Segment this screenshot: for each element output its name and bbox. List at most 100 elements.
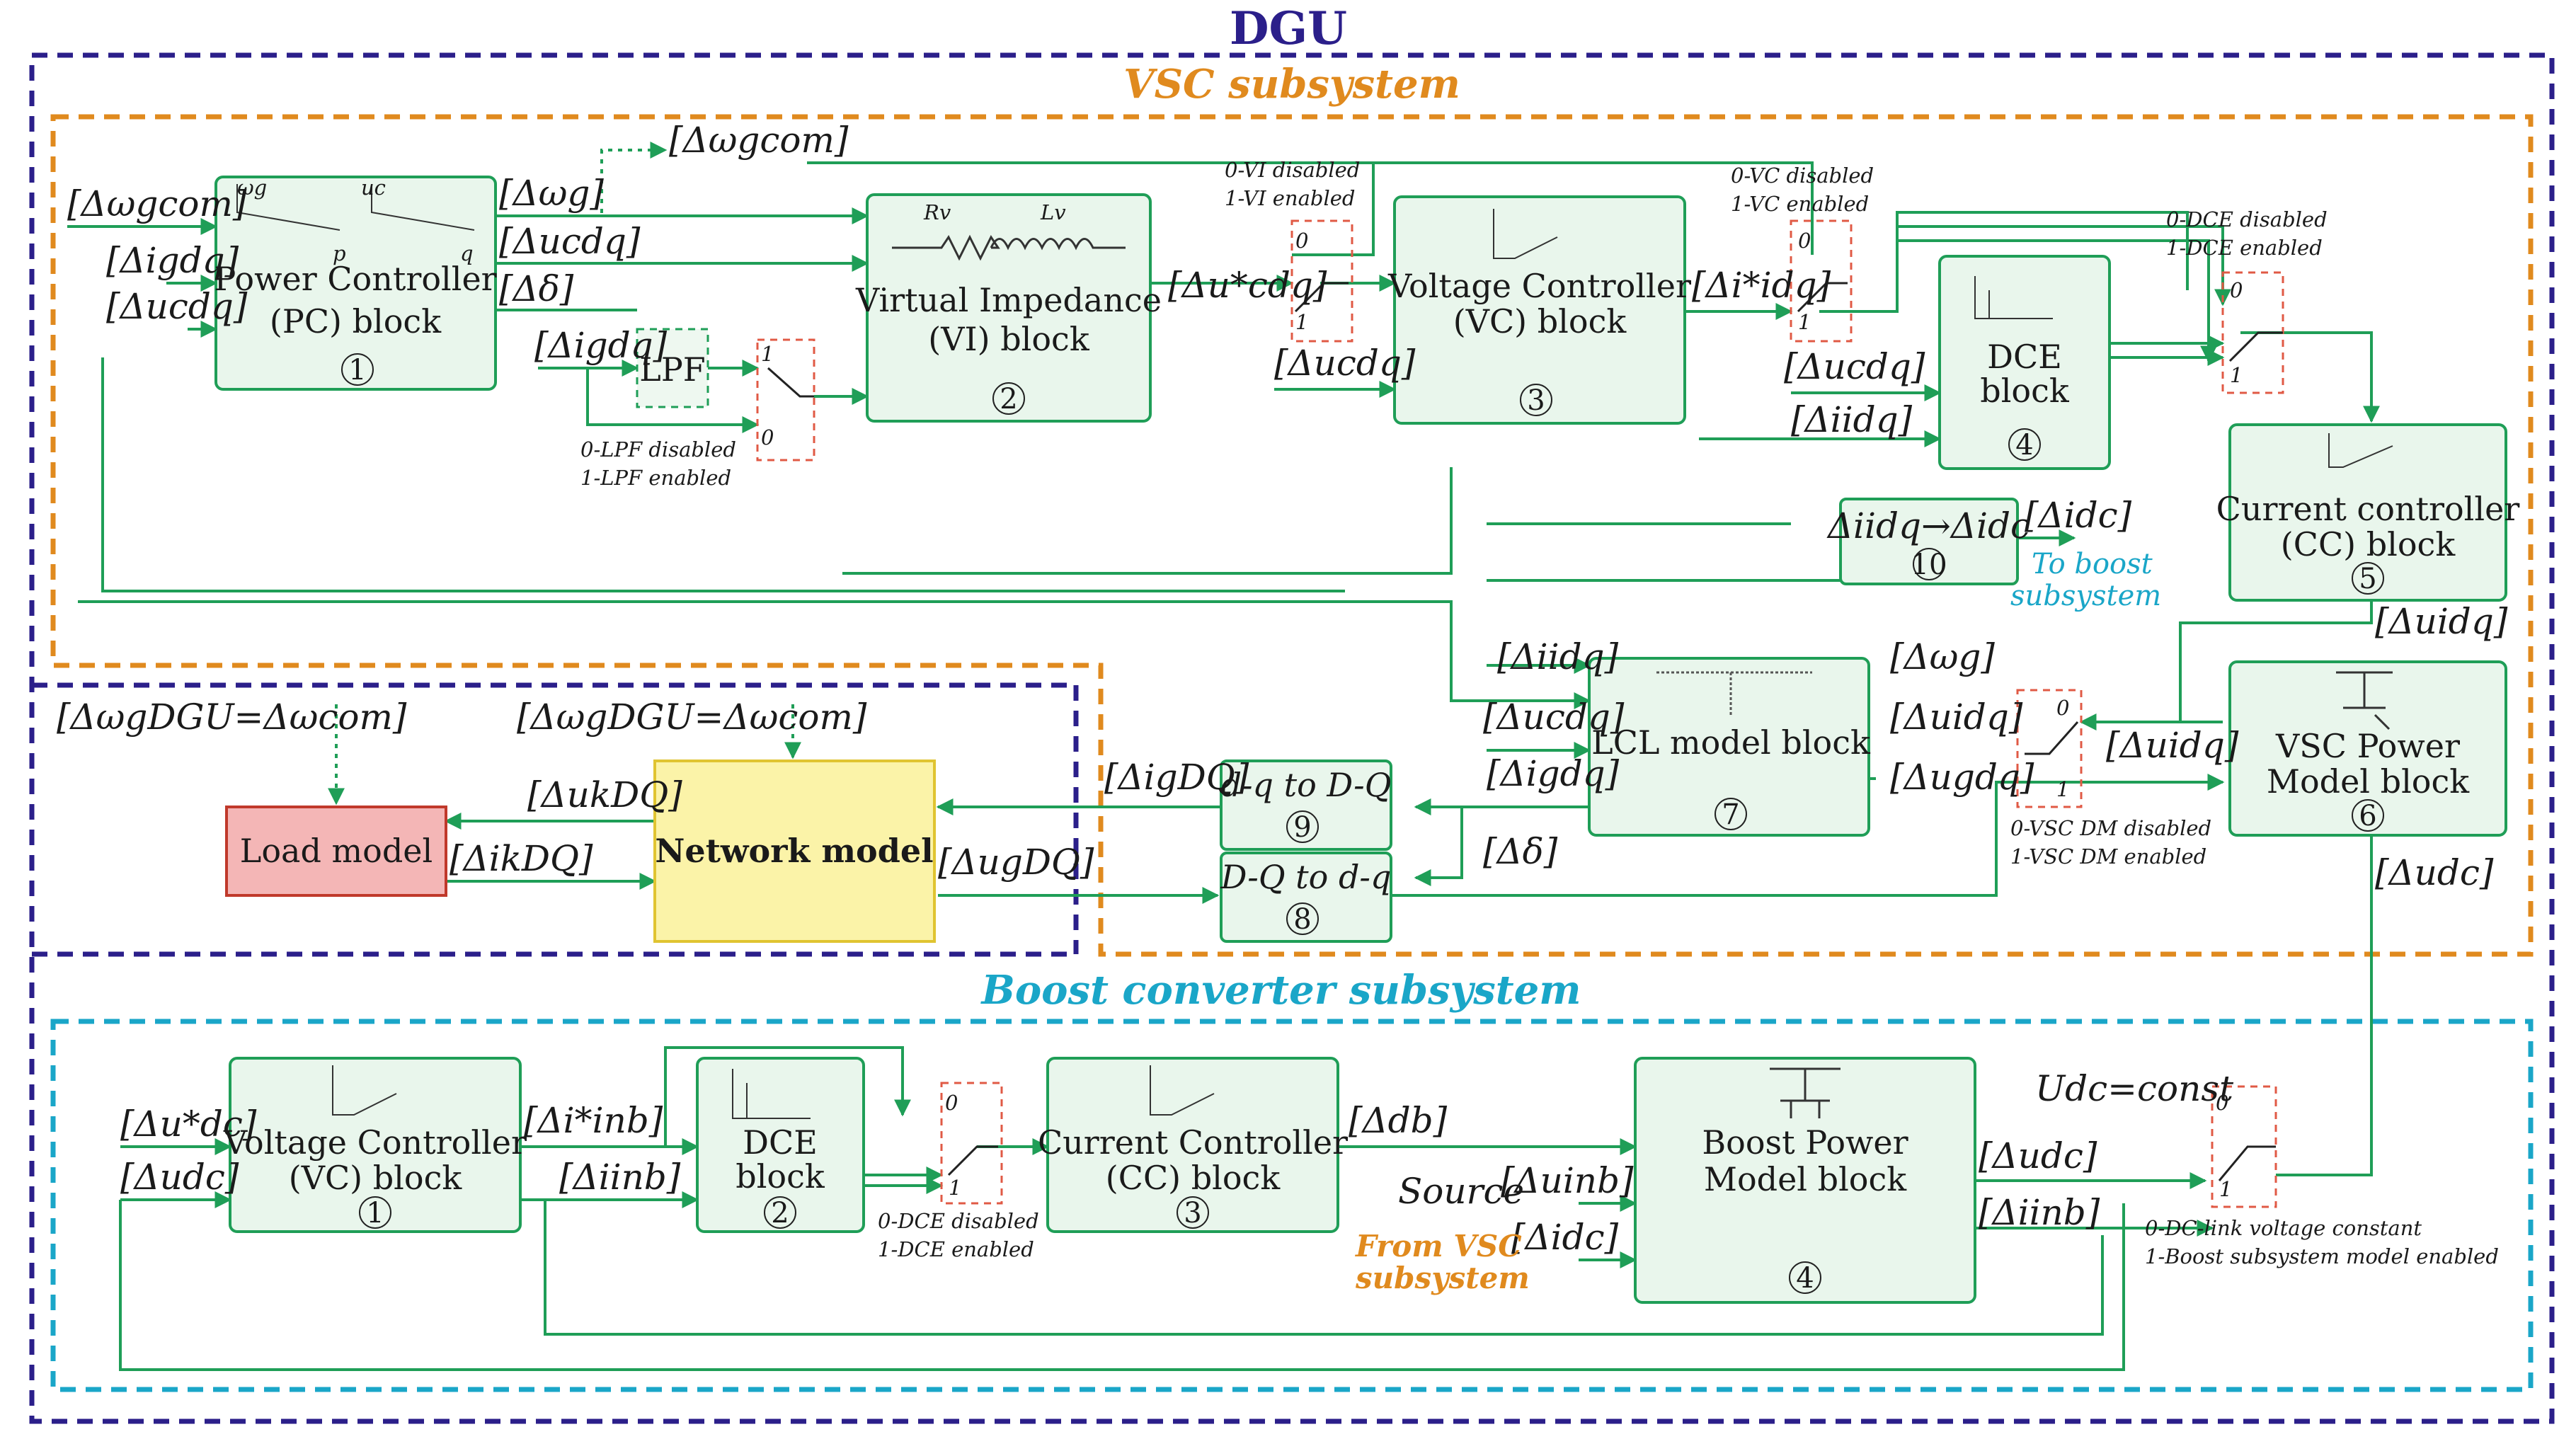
switch-lpf-note2: 1-LPF enabled	[580, 466, 731, 490]
dce-block: DCE block 4	[1938, 255, 2111, 470]
pc-axis-omega: ωg	[237, 176, 267, 200]
sig-igDQ: [ΔigDQ]	[1104, 757, 1249, 798]
cc-label-2: (CC) block	[2281, 525, 2456, 563]
lpf-block: LPF	[636, 328, 709, 408]
load-label: Load model	[240, 832, 433, 870]
sig-b-source: Source	[1398, 1171, 1524, 1212]
sig-lcl-wg: [Δωg]	[1890, 636, 1995, 677]
lcl-label: LCL model block	[1591, 723, 1871, 762]
pc-block: ωg p uc q Power Controller (PC) block 1	[214, 176, 497, 391]
switch-b-dc: 0 1 0-DC-link voltage constant 1-Boost s…	[2145, 1085, 2499, 1268]
b-vc-label-2: (VC) block	[289, 1159, 463, 1197]
sig-b-idc: [Δidc]	[1511, 1217, 1619, 1258]
dce-label-2: block	[1980, 372, 2070, 410]
vi-block: Rv Lv Virtual Impedance (VI) block 2	[855, 193, 1162, 423]
b-vc-label-1: Voltage Controller	[223, 1123, 527, 1162]
sig-idc-out: [Δidc]	[2025, 495, 2132, 536]
dq-to-DQ-block: d-q to D-Q 9	[1220, 759, 1392, 851]
sig-b-udc: [Δudc]	[120, 1157, 239, 1198]
boost-signal-labels: [Δu*dc] [Δudc] [Δi*inb] [Δiinb] [Δdb] So…	[120, 1068, 2234, 1295]
pc-label-1: Power Controller	[214, 260, 496, 298]
switch-vscdm-note2: 1-VSC DM enabled	[2010, 844, 2206, 869]
sig-uidq-sw: [Δuidq]	[2106, 725, 2239, 766]
pc-num: 1	[348, 354, 366, 386]
vsc-power-label-1: VSC Power	[2275, 727, 2460, 765]
switch-dce-top: 0	[2230, 278, 2243, 302]
network-block: Network model	[653, 759, 936, 943]
switch-vscdm: 0 1 0-VSC DM disabled 1-VSC DM enabled	[2010, 689, 2211, 869]
dce-num: 4	[2015, 429, 2033, 462]
sig-udc-vsc: [Δudc]	[2375, 852, 2494, 893]
sig-igdq-in: [Δigdq]	[106, 240, 239, 281]
vc-label-2: (VC) block	[1453, 302, 1627, 340]
network-label: Network model	[655, 832, 933, 870]
sig-ucdq-dce: [Δucdq]	[1784, 346, 1925, 387]
sig-wgDGU-net: [ΔωgDGU=Δωcom]	[517, 697, 867, 738]
b-vc-num: 1	[366, 1197, 384, 1229]
sig-wgcom-in: [Δωgcom]	[67, 183, 247, 224]
b-dce-label-1: DCE	[743, 1123, 818, 1162]
sig-lcl-uidq: [Δuidq]	[1890, 697, 2023, 738]
dq-to-DQ-label: d-q to D-Q	[1221, 766, 1392, 804]
switch-dce-note2: 1-DCE enabled	[2166, 236, 2323, 260]
sig-from-vsc: From VSC	[1355, 1229, 1522, 1263]
sig-ugDQ: [ΔugDQ]	[938, 842, 1094, 883]
vsc-signal-labels: [Δωgcom] [Δigdq] [Δucdq] [Δωgcom] [Δωg] …	[57, 120, 2508, 893]
switch-vc-top: 0	[1798, 229, 1811, 253]
vi-l-label: Lv	[1040, 200, 1066, 224]
sig-lcl-iidq: [Δiidq]	[1497, 636, 1619, 677]
switch-dce-bottom: 1	[2230, 363, 2243, 387]
b-dce-num: 2	[771, 1197, 789, 1229]
b-vc-block: Voltage Controller (VC) block 1	[223, 1057, 527, 1233]
vsc-frame	[50, 114, 2534, 957]
sig-lcl-ugdq: [Δugdq]	[1890, 757, 2034, 798]
switch-b-dc-note2: 1-Boost subsystem model enabled	[2145, 1244, 2499, 1268]
sig-ikDQ: [ΔikDQ]	[450, 838, 593, 879]
sig-delta-lcl: [Δδ]	[1483, 831, 1558, 872]
switch-dce: 0 1 0-DCE disabled 1-DCE enabled	[2166, 207, 2328, 394]
lcl-block: LCL model block 7	[1588, 657, 1871, 837]
pc-axis-p: p	[333, 241, 346, 265]
switch-b-dc-top: 0	[2216, 1091, 2228, 1115]
dgu-title: DGU	[1230, 2, 1347, 55]
sig-b-uinb: [Δuinb]	[1501, 1160, 1634, 1201]
pc-axis-uc: uc	[361, 176, 386, 200]
switch-dce-note1: 0-DCE disabled	[2166, 207, 2328, 231]
vc-block: Voltage Controller (VC) block 3	[1387, 195, 1691, 425]
sig-iidq-star: [Δi*idq]	[1692, 265, 1831, 306]
idq-idc-num: 10	[1911, 549, 1947, 581]
b-power-block: Boost Power Model block 4	[1634, 1057, 1976, 1304]
switch-vscdm-note1: 0-VSC DM disabled	[2010, 816, 2211, 840]
sig-wgcom-out: [Δωgcom]	[669, 120, 849, 161]
switch-vc-bottom: 1	[1798, 310, 1811, 334]
vc-num: 3	[1527, 384, 1545, 417]
sig-from-vsc-2: subsystem	[1355, 1261, 1530, 1295]
DQ-to-dq-block: D-Q to d-q 8	[1220, 852, 1392, 943]
vi-label-1: Virtual Impedance	[855, 281, 1162, 319]
b-power-num: 4	[1796, 1262, 1814, 1295]
switch-b-dce-note2: 1-DCE enabled	[878, 1237, 1034, 1261]
sig-lcl-igdq: [Δigdq]	[1487, 753, 1620, 794]
vi-label-2: (VI) block	[928, 320, 1090, 358]
b-cc-block: Current Controller (CC) block 3	[1038, 1057, 1348, 1233]
idq-idc-block: Δiidq→Δidc 10	[1826, 498, 2030, 585]
sig-b-iinb-star: [Δi*inb]	[524, 1100, 663, 1141]
switch-lpf-note1: 0-LPF disabled	[580, 437, 736, 462]
switch-vi: 0 1 0-VI disabled 1-VI enabled	[1225, 158, 1360, 343]
switch-vi-note2: 1-VI enabled	[1225, 186, 1355, 210]
switch-vi-bottom: 1	[1295, 310, 1308, 334]
sig-uidq-cc: [Δuidq]	[2375, 601, 2508, 642]
b-power-label-1: Boost Power	[1702, 1123, 1908, 1162]
dgu-frame	[29, 52, 2555, 1424]
switch-b-dce-top: 0	[945, 1091, 958, 1115]
sig-to-boost-2: subsystem	[2010, 580, 2161, 612]
dce-label-1: DCE	[1987, 338, 2062, 376]
switch-lpf-top: 1	[761, 342, 774, 366]
sig-ucdq-in: [Δucdq]	[106, 286, 248, 327]
DQ-to-dq-num: 8	[1293, 903, 1311, 936]
boost-frame	[50, 1019, 2534, 1392]
switch-vi-top: 0	[1295, 229, 1308, 253]
switch-lpf: 1 0 0-LPF disabled 1-LPF enabled	[580, 338, 815, 490]
b-dce-block: DCE block 2	[696, 1057, 865, 1233]
switch-b-dce-note1: 0-DCE disabled	[878, 1209, 1039, 1233]
